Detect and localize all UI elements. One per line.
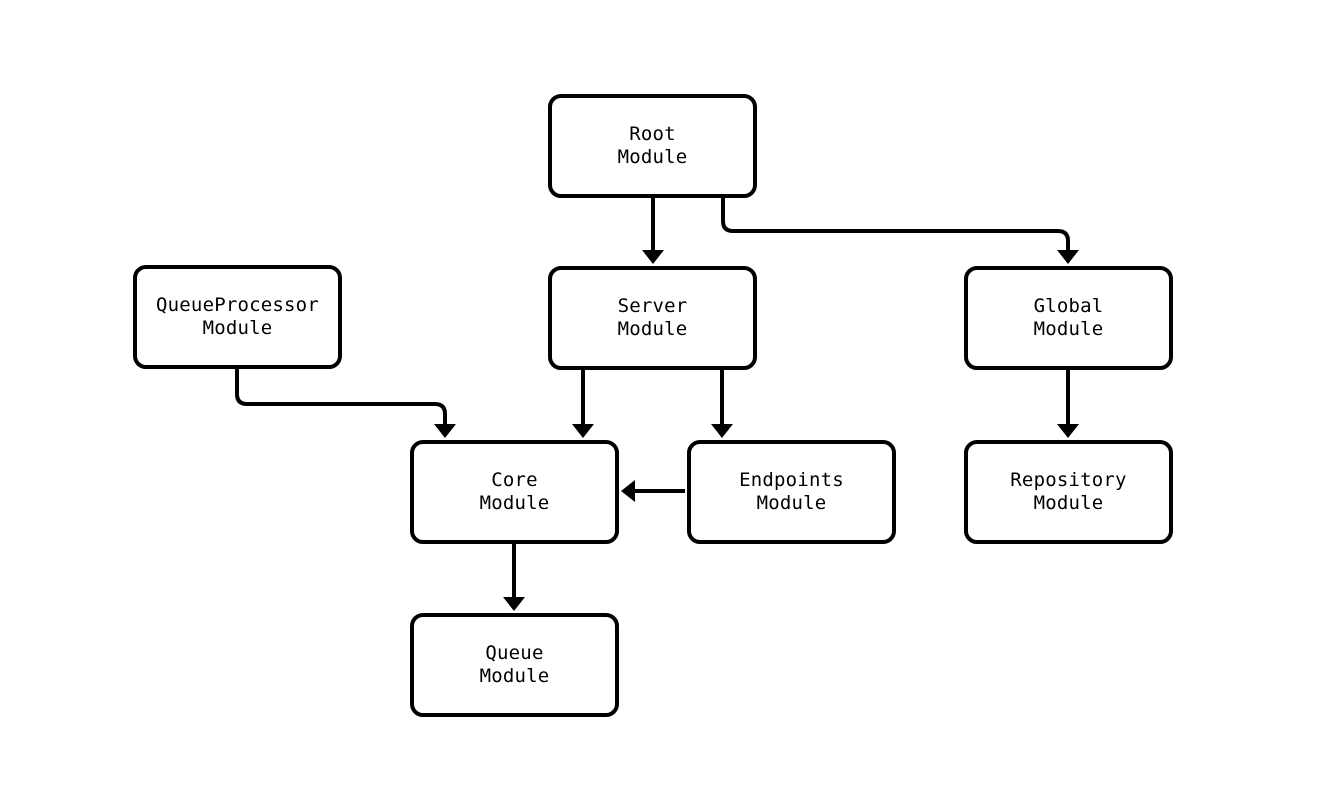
edge-arrowhead (503, 597, 525, 611)
edge-arrowhead (1057, 250, 1079, 264)
edge-arrowhead (642, 250, 664, 264)
node-label-suffix: Module (1033, 318, 1104, 340)
edge-queueprocessor-to-core (235, 369, 456, 438)
edge-arrowhead (1057, 424, 1079, 438)
node-label-suffix: Module (479, 665, 550, 687)
node-label-suffix: Module (1033, 492, 1104, 514)
edge-arrowhead (621, 480, 635, 502)
node-label-name: Core (491, 469, 538, 491)
edge-core-to-queue (503, 543, 525, 611)
edge-server-to-core (572, 370, 594, 438)
edge-endpoints-to-core (621, 480, 685, 502)
node-label-suffix: Module (617, 318, 688, 340)
node-label-suffix: Module (756, 492, 827, 514)
edge-root-to-server (642, 198, 664, 264)
edge-arrowhead (711, 424, 733, 438)
node-label-name: Global (1033, 295, 1104, 317)
edge-line (235, 369, 447, 428)
node-label-name: QueueProcessor (156, 294, 319, 316)
edge-line (721, 198, 1070, 254)
node-label-name: Server (617, 295, 688, 317)
node-label-suffix: Module (617, 146, 688, 168)
edge-root-to-global (721, 198, 1079, 264)
edge-global-to-repository (1057, 370, 1079, 438)
edge-arrowhead (434, 424, 456, 438)
node-label-name: Root (629, 123, 676, 145)
edge-server-to-endpoints (711, 370, 733, 438)
node-label-name: Queue (485, 642, 544, 664)
node-label-suffix: Module (202, 317, 273, 339)
edge-arrowhead (572, 424, 594, 438)
node-label-name: Repository (1010, 469, 1127, 491)
node-label-name: Endpoints (739, 469, 844, 491)
node-label-suffix: Module (479, 492, 550, 514)
